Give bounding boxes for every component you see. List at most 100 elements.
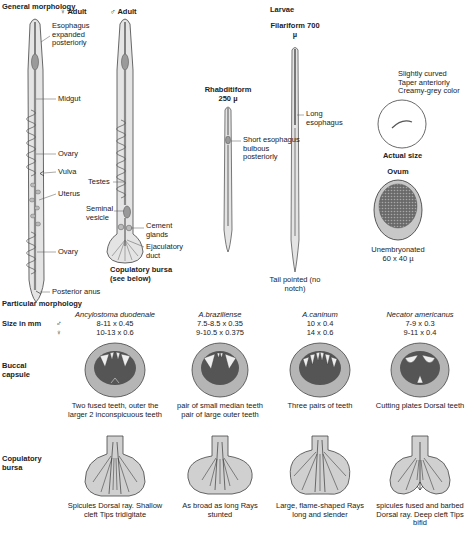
buccal-capsule-necator-path bbox=[417, 375, 423, 383]
row-heading: Copulatory bursa bbox=[2, 455, 52, 472]
size-value: 8-11 x 0.45 bbox=[65, 320, 165, 329]
species-name: Ancylostoma duodenale bbox=[65, 311, 165, 320]
leader-lines-path bbox=[44, 172, 56, 173]
buccal-capsule-duodenale-ellipse bbox=[94, 351, 136, 385]
feature-note: Two fused teeth, outer the larger 2 inco… bbox=[65, 402, 165, 419]
leader-lines-path bbox=[36, 154, 56, 155]
label-slot: Unembryonated 60 x 40 µ bbox=[368, 246, 428, 263]
filariform-larva-path bbox=[294, 128, 295, 236]
sex-symbol: ♀ bbox=[56, 329, 66, 338]
part-label: Posterior anus bbox=[52, 288, 112, 297]
buccal-capsule-caninum-ellipse bbox=[290, 343, 350, 397]
filariform-larva-path bbox=[291, 48, 299, 273]
label-slot: Vulva bbox=[58, 168, 98, 177]
size-value: 9-11 x 0.4 bbox=[370, 329, 470, 338]
male-worm-path bbox=[107, 19, 143, 263]
bursa-caninum-path bbox=[315, 440, 325, 492]
section-heading: Larvae bbox=[270, 6, 310, 15]
buccal-capsule-necator-ellipse bbox=[400, 351, 440, 385]
part-label: Midgut bbox=[58, 95, 98, 104]
bursa-braziliense-path bbox=[215, 442, 225, 490]
size-value: 10 x 0.4 bbox=[270, 320, 370, 329]
part-label: Cement glands bbox=[146, 222, 182, 239]
label-slot: ♂ bbox=[56, 320, 66, 329]
label-slot: spicules fused and barbed Dorsal ray. De… bbox=[370, 502, 470, 528]
label-slot: 10 x 0.4 bbox=[270, 320, 370, 329]
label-slot: Cutting plates Dorsal teeth bbox=[370, 402, 470, 411]
sex-heading: ♂ Adult bbox=[110, 8, 150, 17]
label-slot: 14 x 0.6 bbox=[270, 329, 370, 338]
part-label: Ejaculatory duct bbox=[146, 243, 190, 260]
size-value: 7-9 x 0.3 bbox=[370, 320, 470, 329]
feature-note: Three pairs of teeth bbox=[270, 402, 370, 411]
feature-note: Large, flame-shaped Rays long and slende… bbox=[270, 502, 370, 519]
row-heading: Buccal capsule bbox=[2, 362, 47, 379]
label-slot: Rhabditiform 250 µ bbox=[202, 86, 254, 103]
buccal-capsule-duodenale-path bbox=[110, 352, 120, 360]
male-worm-ellipse bbox=[122, 54, 129, 70]
part-label: Esophagus expanded posteriorly bbox=[52, 22, 107, 48]
feature-note: Slightly curved Taper anteriorly Creamy-… bbox=[398, 70, 464, 96]
label-slot: Necator americanus bbox=[370, 311, 470, 320]
label-slot: ♂ Adult bbox=[110, 8, 150, 17]
leader-lines-path bbox=[127, 240, 144, 247]
bursa-duodenale-path bbox=[85, 436, 145, 496]
bursa-braziliense-path bbox=[202, 458, 238, 486]
row-heading: Size in mm bbox=[2, 320, 50, 329]
label-slot: 7.5-8.5 x 0.35 bbox=[170, 320, 270, 329]
buccal-capsule-braziliense-ellipse bbox=[192, 343, 248, 397]
label-slot: Copulatory bursa (see below) bbox=[110, 266, 176, 283]
bursa-duodenale-path bbox=[109, 442, 121, 494]
label-slot: Spicules Dorsal ray. Shallow cleft Tips … bbox=[65, 502, 165, 519]
label-slot: Large, flame-shaped Rays long and slende… bbox=[270, 502, 370, 519]
buccal-capsule-caninum bbox=[290, 343, 350, 397]
feature-note: spicules fused and barbed Dorsal ray. De… bbox=[370, 502, 470, 528]
feature-note: Tail pointed (no notch) bbox=[260, 276, 330, 293]
feature-note: pair of small median teeth pair of large… bbox=[170, 402, 270, 419]
actual-size-circle-path bbox=[392, 121, 412, 128]
label-slot: Midgut bbox=[58, 95, 98, 104]
bursa-caninum-path bbox=[294, 452, 346, 491]
label-slot: 8-11 x 0.45 bbox=[65, 320, 165, 329]
female-worm-path bbox=[34, 70, 36, 290]
part-label: Testes bbox=[88, 178, 114, 187]
buccal-capsule-necator bbox=[391, 343, 449, 397]
female-worm bbox=[27, 19, 45, 302]
label-slot: Long esophagus bbox=[306, 110, 342, 127]
label-slot: Ancylostoma duodenale bbox=[65, 311, 165, 320]
feature-note: Cutting plates Dorsal teeth bbox=[370, 402, 470, 411]
label-slot: 9-11 x 0.4 bbox=[370, 329, 470, 338]
ovum-ellipse bbox=[374, 180, 422, 240]
bursa-necator-path bbox=[417, 442, 423, 490]
sex-heading: ♀ Adult bbox=[60, 8, 100, 17]
bursa-duodenale-path bbox=[93, 456, 137, 492]
size-value: 7.5-8.5 x 0.35 bbox=[170, 320, 270, 329]
male-worm bbox=[107, 19, 143, 263]
female-worm-path bbox=[27, 232, 36, 274]
leader-lines-path bbox=[231, 141, 241, 142]
part-label: Copulatory bursa (see below) bbox=[110, 266, 176, 283]
bursa-caninum bbox=[290, 436, 350, 494]
leader-lines-path bbox=[131, 228, 144, 229]
label-slot: Uterus bbox=[58, 190, 86, 199]
buccal-capsule-duodenale-path bbox=[111, 378, 119, 383]
buccal-capsule-duodenale-ellipse bbox=[85, 343, 145, 397]
female-worm-ellipse bbox=[35, 206, 40, 210]
species-name: A.caninum bbox=[270, 311, 370, 320]
figure-label: Ovum bbox=[383, 168, 413, 177]
label-slot: 10-13 x 0.6 bbox=[65, 329, 165, 338]
rhabditiform-larva-path bbox=[227, 145, 228, 226]
actual-size-circle bbox=[378, 100, 426, 148]
label-slot: A.braziliense bbox=[170, 311, 270, 320]
rhabditiform-larva bbox=[224, 107, 232, 252]
bursa-necator-path bbox=[390, 436, 450, 494]
size-value: 10-13 x 0.6 bbox=[65, 329, 165, 338]
label-slot: A.caninum bbox=[270, 311, 370, 320]
rhabditiform-larva-path bbox=[228, 108, 229, 135]
figure-label: Actual size bbox=[380, 152, 425, 161]
label-slot: Larvae bbox=[270, 6, 310, 15]
part-label: Uterus bbox=[58, 190, 86, 199]
label-slot: Posterior anus bbox=[52, 288, 112, 297]
size-value: 9-10.5 x 0.375 bbox=[170, 329, 270, 338]
